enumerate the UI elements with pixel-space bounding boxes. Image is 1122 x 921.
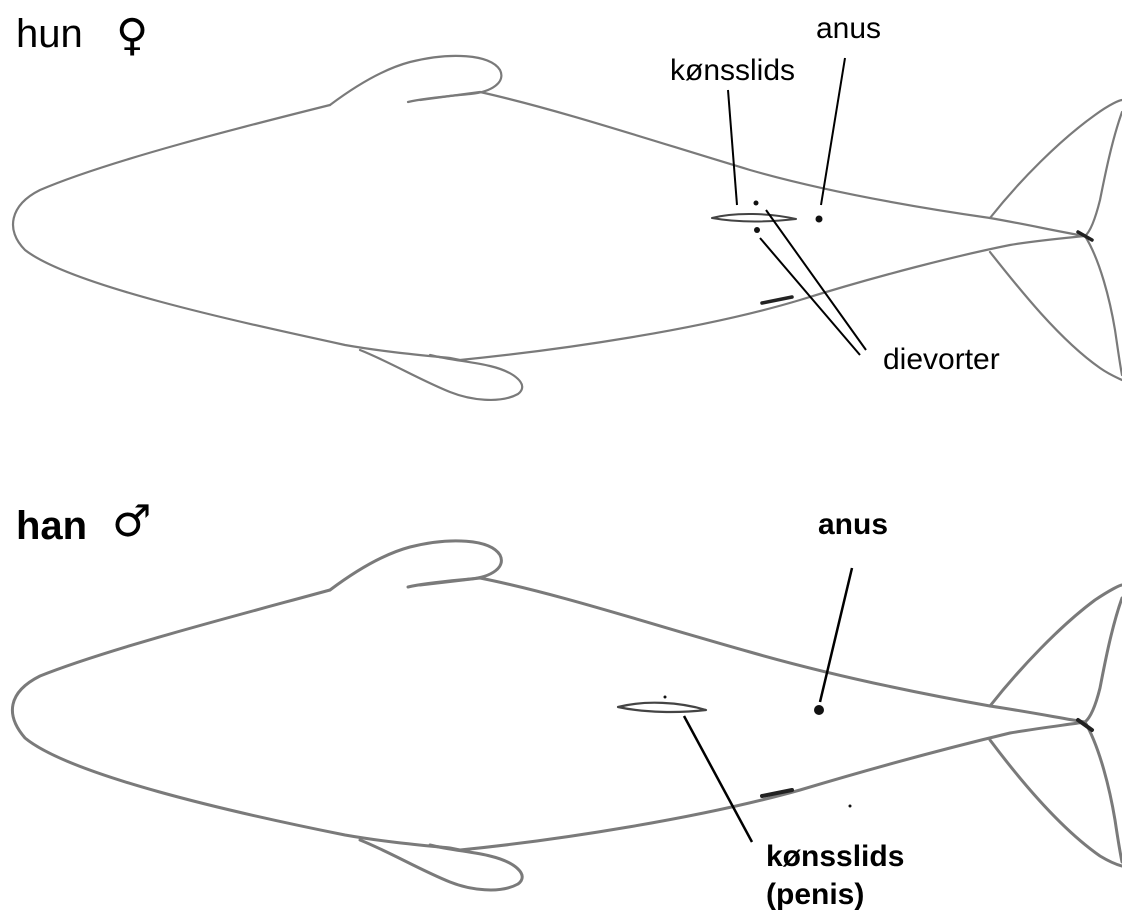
female-anus-dot [815, 215, 823, 223]
female-leader-genital-slit [727, 89, 738, 206]
male-genital-slit [616, 701, 708, 714]
female-leader-anus [820, 57, 846, 206]
male-label-genital-slit: kønsslids [766, 840, 905, 873]
female-leader-teat-upper [765, 209, 867, 351]
male-label-anus: anus [818, 508, 889, 541]
female-fluke-upper-edge [1083, 110, 1122, 238]
female-label-genital-slit: kønsslids [670, 54, 796, 87]
male-anus-dot [814, 705, 824, 715]
male-dark-mark-tail [1076, 718, 1094, 732]
male-small-dot-lower [848, 804, 852, 808]
female-fluke-upper [988, 98, 1122, 220]
female-label-mammary-slits: dievorter [883, 343, 1000, 376]
male-label-genital-slit-note: (penis) [766, 878, 865, 911]
male-dark-mark-belly [760, 788, 794, 798]
male-leader-lines [682, 567, 854, 843]
male-fluke-lower-edge [1083, 720, 1122, 864]
female-dark-mark-tail [1076, 230, 1094, 242]
male-whale [10, 539, 1122, 892]
male-body-outline [10, 576, 1087, 852]
female-fin-top [328, 54, 503, 107]
female-title: hun [16, 12, 83, 56]
male-small-dot-upper [663, 695, 667, 699]
female-body-outline [11, 90, 1087, 362]
male-fluke-upper-edge [1083, 596, 1122, 724]
female-fluke-lower [988, 250, 1122, 382]
female-whale [11, 54, 1122, 402]
male-symbol: ♂ [112, 496, 152, 547]
male-fluke-upper [988, 583, 1122, 708]
female-teat-dot-lower [754, 227, 760, 233]
female-leader-lines [727, 57, 867, 356]
male-leader-anus [818, 567, 854, 703]
male-fin-bottom [358, 838, 524, 892]
female-teat-dot-upper [753, 200, 759, 206]
female-leader-teat-lower [759, 237, 861, 356]
female-fin-bottom [358, 348, 524, 402]
female-label-anus: anus [816, 12, 882, 45]
female-dark-mark-belly [760, 295, 794, 305]
female-genital-slit [711, 213, 797, 223]
male-fin-top [328, 539, 503, 592]
male-title: han [16, 504, 88, 548]
male-leader-genital-slit [682, 715, 754, 843]
female-symbol: ♀ [116, 10, 149, 61]
male-fluke-lower [988, 738, 1122, 868]
female-fluke-lower-edge [1083, 234, 1122, 377]
